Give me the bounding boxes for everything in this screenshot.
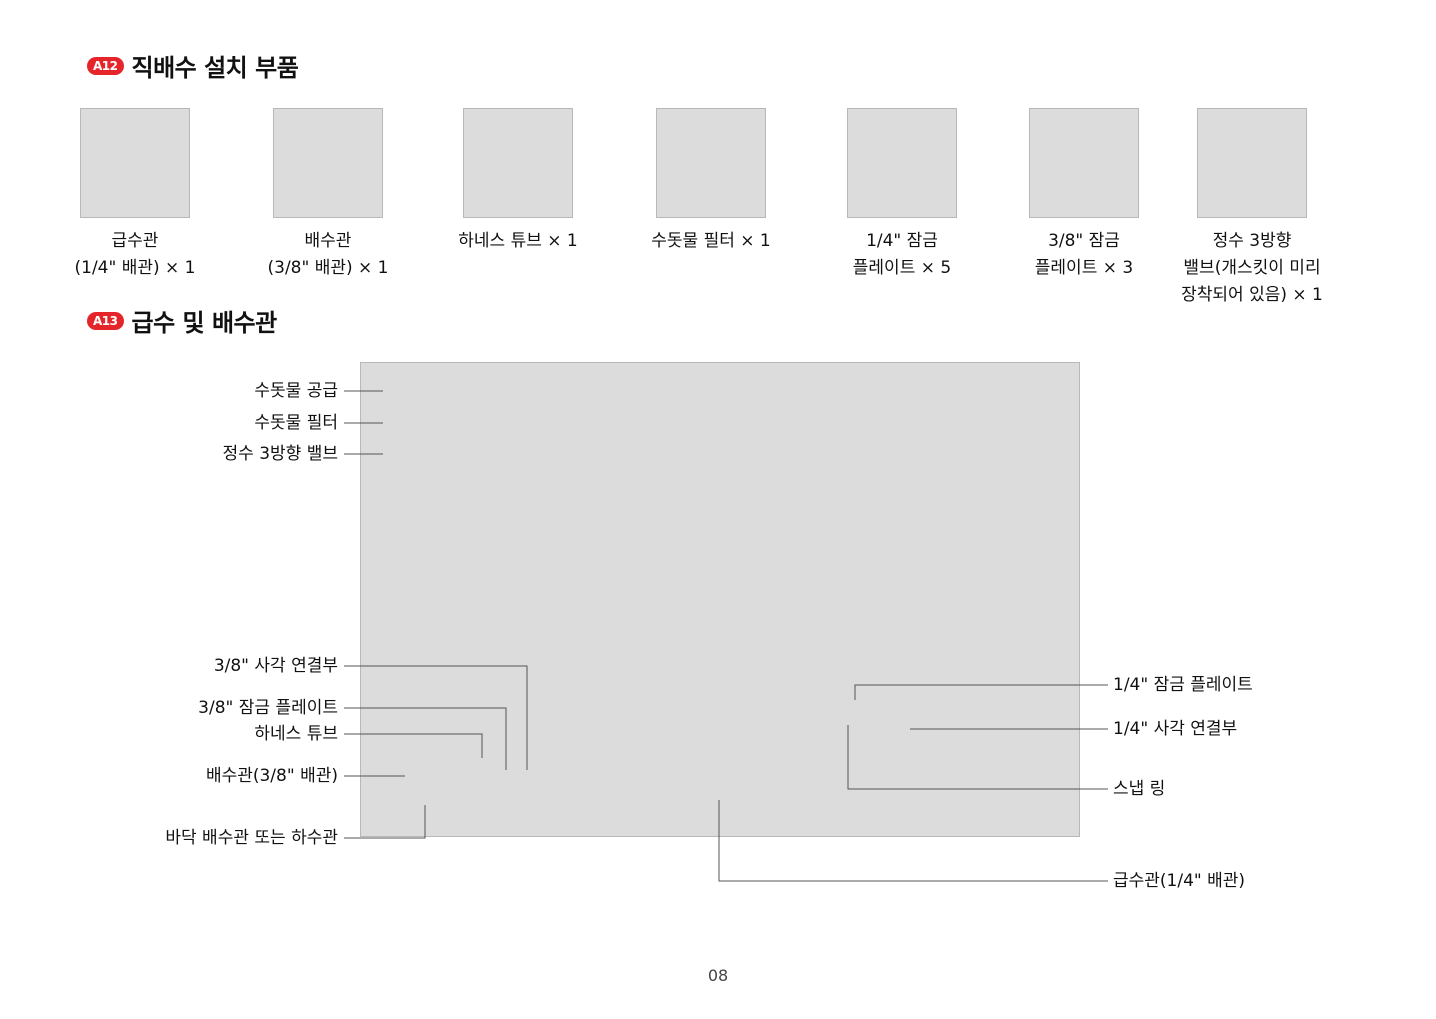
part-three-eighths-lock-plate: 3/8" 잠금 플레이트 × 3 xyxy=(989,108,1179,282)
part-image-placeholder xyxy=(656,108,766,218)
section-a13-heading: A13 급수 및 배수관 xyxy=(87,303,277,338)
part-image-placeholder xyxy=(1029,108,1139,218)
part-quarter-lock-plate: 1/4" 잠금 플레이트 × 5 xyxy=(807,108,997,282)
part-label: 배수관 (3/8" 배관) × 1 xyxy=(267,231,389,278)
section-title: 급수 및 배수관 xyxy=(131,309,278,337)
part-label: 급수관 (1/4" 배관) × 1 xyxy=(74,231,196,278)
callout-square-connector-38: 3/8" 사각 연결부 xyxy=(213,656,338,676)
callout-tap-water-supply: 수돗물 공급 xyxy=(254,381,338,401)
part-label: 3/8" 잠금 플레이트 × 3 xyxy=(1034,231,1134,278)
installation-diagram-placeholder xyxy=(360,362,1080,837)
leader-line xyxy=(344,733,483,758)
part-label: 수돗물 필터 × 1 xyxy=(651,231,771,251)
leader-line xyxy=(344,665,528,770)
part-harness-tube: 하네스 튜브 × 1 xyxy=(423,108,613,255)
callout-square-connector-14: 1/4" 사각 연결부 xyxy=(1113,719,1238,739)
leader-line xyxy=(344,805,426,839)
callout-three-way-valve: 정수 3방향 밸브 xyxy=(222,444,338,464)
part-image-placeholder xyxy=(847,108,957,218)
leader-line xyxy=(344,707,507,770)
part-label: 1/4" 잠금 플레이트 × 5 xyxy=(852,231,952,278)
part-image-placeholder xyxy=(1197,108,1307,218)
leader-line xyxy=(847,725,1108,790)
part-water-supply-pipe: 급수관 (1/4" 배관) × 1 xyxy=(40,108,230,282)
section-title: 직배수 설치 부품 xyxy=(131,54,299,82)
part-image-placeholder xyxy=(80,108,190,218)
callout-snap-ring: 스냅 링 xyxy=(1113,779,1166,799)
callout-drain-pipe: 배수관(3/8" 배관) xyxy=(205,766,338,786)
callout-tap-water-filter: 수돗물 필터 xyxy=(254,413,338,433)
callout-harness-tube: 하네스 튜브 xyxy=(254,724,338,744)
callout-lock-plate-38: 3/8" 잠금 플레이트 xyxy=(198,698,338,718)
callout-water-supply-pipe: 급수관(1/4" 배관) xyxy=(1113,871,1246,891)
leader-line xyxy=(718,800,1108,882)
section-badge: A13 xyxy=(87,311,124,330)
section-a12-heading: A12 직배수 설치 부품 xyxy=(87,48,299,83)
section-badge: A12 xyxy=(87,56,124,75)
part-drain-pipe: 배수관 (3/8" 배관) × 1 xyxy=(233,108,423,282)
part-label: 정수 3방향 밸브(개스킷이 미리 장착되어 있음) × 1 xyxy=(1181,231,1323,305)
part-image-placeholder xyxy=(463,108,573,218)
part-image-placeholder xyxy=(273,108,383,218)
part-three-way-valve: 정수 3방향 밸브(개스킷이 미리 장착되어 있음) × 1 xyxy=(1157,108,1347,309)
part-tap-water-filter: 수돗물 필터 × 1 xyxy=(616,108,806,255)
part-label: 하네스 튜브 × 1 xyxy=(458,231,578,251)
callout-floor-drain: 바닥 배수관 또는 하수관 xyxy=(165,828,338,848)
callout-lock-plate-14: 1/4" 잠금 플레이트 xyxy=(1113,675,1253,695)
page-number: 08 xyxy=(707,966,729,985)
leader-line xyxy=(854,684,1108,700)
